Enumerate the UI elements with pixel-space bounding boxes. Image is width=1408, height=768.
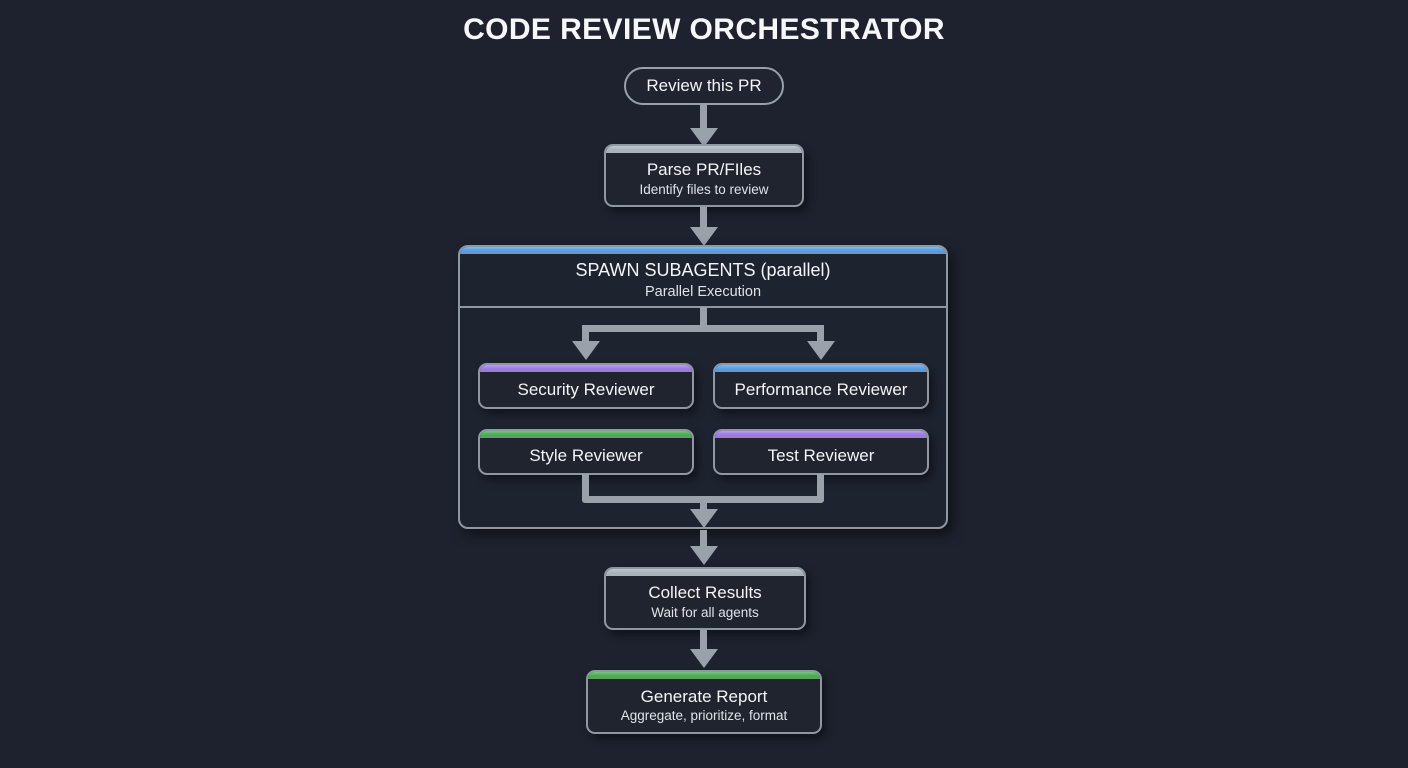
- merge-stem-left: [582, 474, 589, 501]
- node-spawn-sublabel: Parallel Execution: [644, 284, 762, 300]
- branch-arrowhead-left: [572, 341, 600, 360]
- node-report-accent-bar: [588, 672, 820, 679]
- branch-hbar: [582, 325, 824, 332]
- node-start-label: Review this PR: [646, 76, 762, 95]
- arrow-start-to-parse-head: [690, 128, 718, 147]
- node-security-label: Security Reviewer: [517, 379, 655, 399]
- node-spawn-label: SPAWN SUBAGENTS (parallel): [575, 260, 831, 280]
- arrow-spawn-to-collect-stem: [700, 530, 707, 547]
- merge-hbar: [582, 496, 824, 503]
- node-parse-sublabel: Identify files to review: [639, 181, 769, 197]
- merge-arrowhead: [690, 509, 718, 528]
- node-security-reviewer: Security Reviewer: [478, 363, 694, 409]
- arrow-collect-to-report-head: [690, 649, 718, 668]
- merge-center-stem: [700, 502, 707, 510]
- branch-stem: [700, 307, 707, 327]
- node-report-label: Generate Report: [640, 686, 768, 706]
- arrow-parse-to-spawn-stem: [700, 207, 707, 228]
- node-collect: Collect Results Wait for all agents: [604, 567, 806, 630]
- node-collect-label: Collect Results: [648, 583, 762, 603]
- node-parse-accent-bar: [606, 146, 802, 153]
- node-test-label: Test Reviewer: [767, 445, 875, 465]
- page-title: CODE REVIEW ORCHESTRATOR: [463, 13, 945, 46]
- node-parse: Parse PR/FIles Identify files to review: [604, 144, 804, 207]
- arrow-parse-to-spawn-head: [690, 227, 718, 246]
- node-security-accent-bar: [480, 365, 692, 372]
- node-report-sublabel: Aggregate, prioritize, format: [620, 708, 788, 724]
- node-start: Review this PR: [624, 67, 784, 105]
- node-test-reviewer: Test Reviewer: [713, 429, 929, 475]
- arrow-collect-to-report-stem: [700, 630, 707, 650]
- node-collect-sublabel: Wait for all agents: [651, 604, 759, 620]
- node-collect-accent-bar: [606, 569, 804, 576]
- merge-stem-right: [817, 474, 824, 501]
- branch-elbow-right: [817, 325, 824, 342]
- node-parse-label: Parse PR/FIles: [646, 160, 762, 180]
- arrow-start-to-parse-stem: [700, 104, 707, 129]
- arrow-spawn-to-collect-head: [690, 546, 718, 565]
- node-style-label: Style Reviewer: [529, 445, 643, 465]
- node-performance-label: Performance Reviewer: [734, 379, 908, 399]
- node-report: Generate Report Aggregate, prioritize, f…: [586, 670, 822, 734]
- node-style-reviewer: Style Reviewer: [478, 429, 694, 475]
- node-performance-accent-bar: [715, 365, 927, 372]
- node-style-accent-bar: [480, 431, 692, 438]
- node-test-accent-bar: [715, 431, 927, 438]
- branch-elbow-left: [582, 325, 589, 342]
- node-performance-reviewer: Performance Reviewer: [713, 363, 929, 409]
- node-spawn-accent-bar: [460, 247, 946, 254]
- branch-arrowhead-right: [807, 341, 835, 360]
